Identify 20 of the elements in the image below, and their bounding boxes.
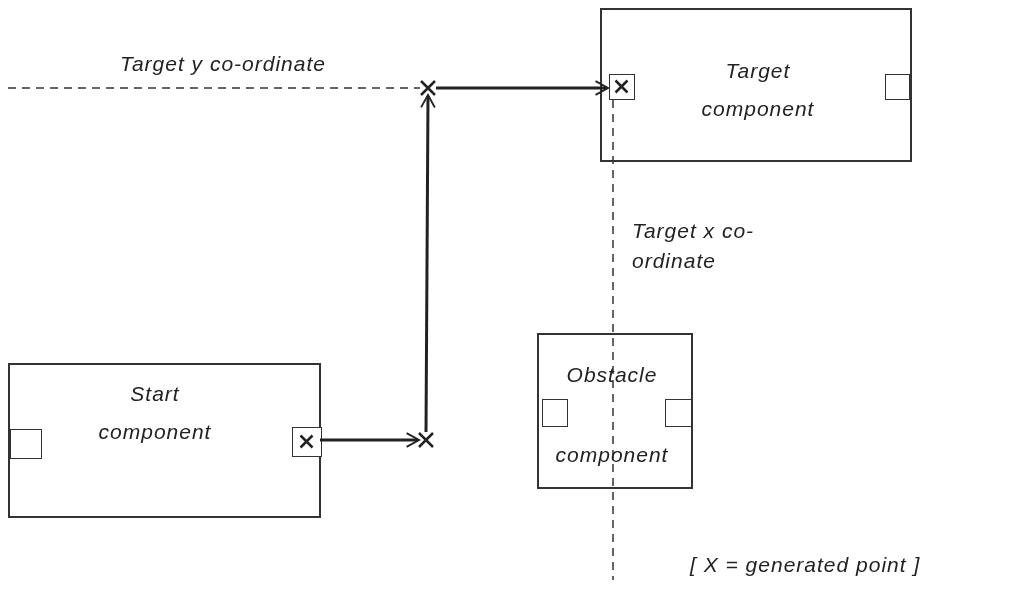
pin-with-point [609,74,635,100]
connection-pin [885,74,910,100]
connection-pin [665,399,692,427]
guide-label: Target y co-ordinate [120,52,327,76]
arrow [320,432,421,448]
arrow [420,93,436,432]
connection-pin [10,429,42,459]
generated-point-icon [418,432,434,448]
component-box [537,333,693,489]
component-box [600,8,912,162]
arrow [436,80,610,96]
component-label: Obstacle component [554,362,670,468]
generated-point-icon [420,80,436,96]
component-box [8,363,321,518]
pin-with-point [292,427,322,457]
component-label: Start component [97,381,213,445]
legend-note: [ X = generated point ] [690,553,922,577]
component-label: Target component [700,58,816,122]
guide-label: Target x co-ordinate [632,218,756,274]
connection-pin [542,399,568,427]
